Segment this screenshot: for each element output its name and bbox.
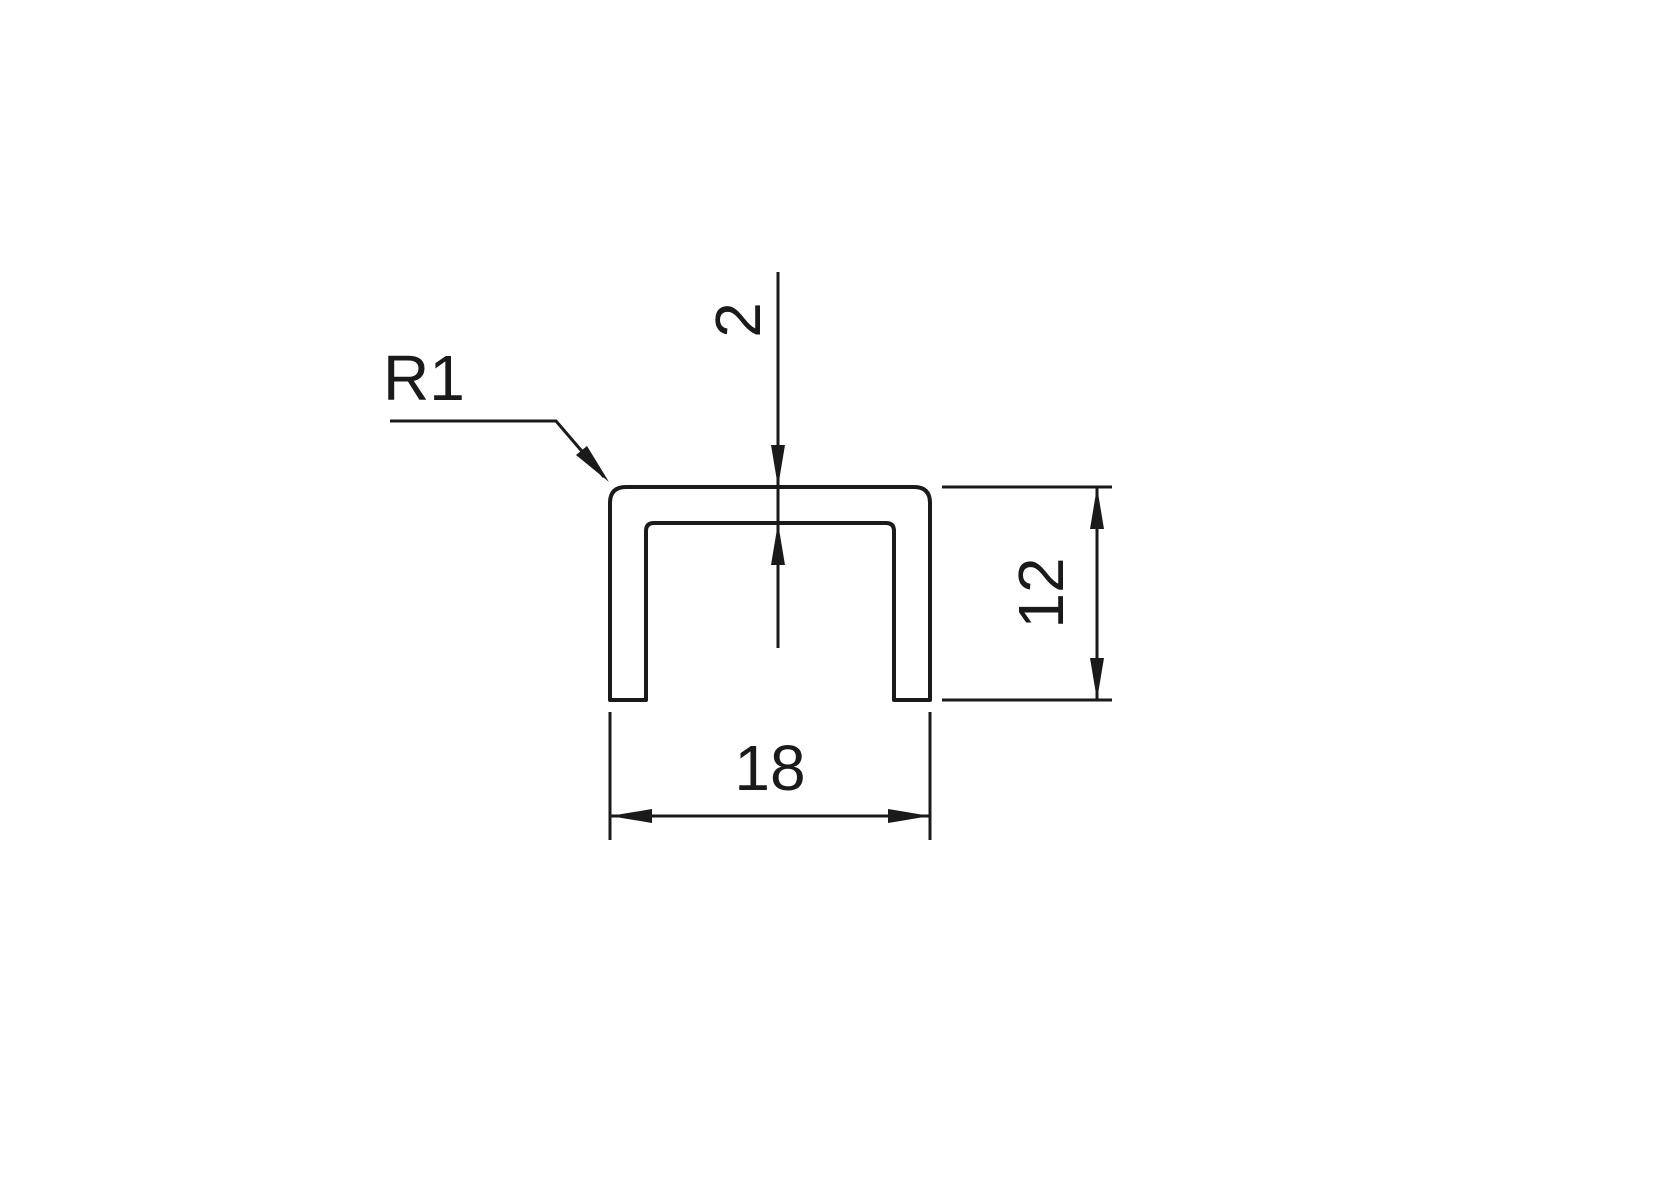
u-channel-profile-outline bbox=[608, 485, 932, 702]
thickness-arrow-down-icon bbox=[771, 445, 785, 487]
thickness-label: 2 bbox=[702, 302, 774, 338]
height-label: 12 bbox=[1005, 557, 1077, 628]
height-arrow-up-icon bbox=[1090, 487, 1104, 529]
height-arrow-down-icon bbox=[1090, 658, 1104, 700]
radius-leader-line bbox=[390, 419, 606, 478]
width-label: 18 bbox=[734, 732, 805, 804]
corner-radius-callout: R1 bbox=[383, 342, 609, 482]
height-dimension: 12 bbox=[942, 485, 1112, 702]
width-arrow-left-icon bbox=[610, 809, 652, 823]
radius-label: R1 bbox=[383, 342, 465, 414]
wall-thickness-dimension: 2 bbox=[702, 272, 785, 648]
radius-arrow-icon bbox=[576, 446, 609, 482]
thickness-arrow-up-icon bbox=[771, 523, 785, 565]
width-arrow-right-icon bbox=[888, 809, 930, 823]
width-dimension: 18 bbox=[608, 712, 932, 840]
